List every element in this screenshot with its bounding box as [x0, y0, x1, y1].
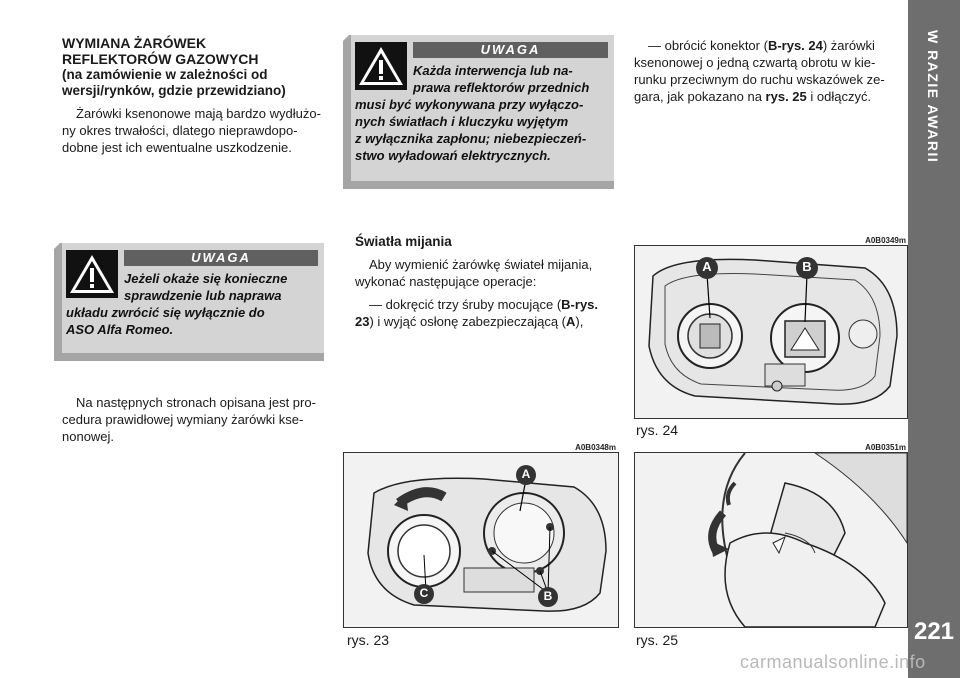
- figure-25-caption: rys. 25: [636, 632, 679, 648]
- text-line: z wyłącznika zapłonu; niebezpieczeń-: [355, 131, 587, 146]
- column-2-text: Światła mijania Aby wymienić żarówkę świ…: [355, 234, 617, 330]
- text-span: gara, jak pokazano na: [634, 89, 766, 104]
- text-line: ksenonowej o jedną czwartą obrotu w kie-: [634, 55, 876, 70]
- low-beam-paragraph: Aby wymienić żarówkę świateł mijania, wy…: [355, 256, 617, 290]
- text-span: — obrócić konektor (: [648, 38, 768, 53]
- text-span: — dokręcić trzy śruby mocujące (: [369, 297, 562, 312]
- text-line: wykonać następujące operacje:: [355, 274, 537, 289]
- text-line: nych światłach i kluczyku wyjętym: [355, 114, 569, 129]
- callout-a: A: [702, 259, 712, 274]
- text-line: nonowej.: [62, 429, 115, 444]
- text-span: ) i wyjąć osłonę zabezpieczającą (: [369, 314, 567, 329]
- column-1: WYMIANA ŻARÓWEK REFLEKTORÓW GAZOWYCH (na…: [62, 35, 324, 156]
- heading-line-1: WYMIANA ŻARÓWEK: [62, 35, 207, 51]
- warning-triangle-icon: [66, 250, 118, 298]
- headlamp-rear-illustration: [648, 257, 898, 405]
- figure-24-caption: rys. 24: [636, 422, 679, 438]
- part-ref: A: [566, 314, 576, 329]
- text-line: prawa reflektorów przednich: [413, 80, 590, 95]
- step-1: — dokręcić trzy śruby mocujące (B-rys. 2…: [355, 296, 617, 330]
- figure-23: A B C: [343, 452, 619, 628]
- callout-b: B: [802, 259, 812, 274]
- text-line: Każda interwencja lub na-: [413, 63, 573, 78]
- procedure-paragraph: Na następnych stronach opisana jest pro-…: [62, 394, 324, 445]
- figure-ref: rys. 25: [765, 89, 807, 104]
- figure-23-code: A0B0348m: [575, 443, 616, 452]
- figure-ref: B-rys. 24: [767, 38, 823, 53]
- text-line: runku przeciwnym do ruchu wskazówek ze-: [634, 72, 885, 87]
- text-line: Aby wymienić żarówkę świateł mijania,: [369, 257, 593, 272]
- figure-ref: B-rys.: [561, 297, 599, 312]
- warning-triangle-icon: [355, 42, 407, 90]
- section-side-bar: [908, 0, 960, 678]
- page-number: 221: [913, 618, 955, 645]
- subheading-low-beam: Światła mijania: [355, 234, 452, 249]
- text-line: układu zwrócić się wyłącznie do: [66, 305, 265, 320]
- text-span: ),: [575, 314, 584, 329]
- warning-2-text: Każda interwencja lub na- prawa reflekto…: [413, 62, 609, 96]
- figure-24: A B: [634, 245, 908, 419]
- heading-sub-2: wersji/rynków, gdzie przewidziano): [62, 83, 286, 98]
- text-line: dobne jest ich ewentualne uszkodzenie.: [62, 140, 292, 155]
- figure-24-code: A0B0349m: [865, 236, 906, 245]
- warning-2-label: UWAGA: [413, 42, 608, 58]
- figure-23-caption: rys. 23: [347, 632, 390, 648]
- intro-paragraph: Żarówki ksenonowe mają bardzo wydłużo- n…: [62, 105, 324, 156]
- warning-1-label: UWAGA: [124, 250, 318, 266]
- text-line: 23) i wyjąć osłonę zabezpieczającą (A),: [355, 313, 617, 330]
- text-line: ny okres trwałości, dlatego nieprawdopo-: [62, 123, 298, 138]
- heading-sub-1: (na zamówienie w zależności od: [62, 67, 268, 82]
- text-line: gara, jak pokazano na rys. 25 i odłączyć…: [634, 88, 896, 105]
- text-line: musi być wykonywana przy wyłączo-: [355, 97, 584, 112]
- headlamp-cover-illustration: [367, 465, 607, 612]
- text-line: ASO Alfa Romeo.: [66, 322, 174, 337]
- callout-a: A: [521, 467, 531, 481]
- text-line: Żarówki ksenonowe mają bardzo wydłużo-: [76, 106, 321, 121]
- section-title-text: W RAZIE AWARII: [925, 30, 941, 164]
- text-line: — obrócić konektor (B-rys. 24) żarówki: [634, 37, 896, 54]
- text-line: Jeżeli okaże się konieczne: [124, 271, 288, 286]
- column-3-text: — obrócić konektor (B-rys. 24) żarówki k…: [634, 37, 896, 105]
- text-line: sprawdzenie lub naprawa: [124, 288, 282, 303]
- figure-ref: 23: [355, 314, 370, 329]
- figure-25-code: A0B0351m: [865, 443, 906, 452]
- section-title: W RAZIE AWARII: [908, 30, 960, 230]
- warning-1-text-cont: układu zwrócić się wyłącznie do ASO Alfa…: [66, 304, 320, 338]
- figure-25: [634, 452, 908, 628]
- connector-rotation-illustration: [708, 453, 907, 627]
- text-line: — dokręcić trzy śruby mocujące (B-rys.: [355, 296, 617, 313]
- text-span: i odłączyć.: [806, 89, 872, 104]
- warning-2-text-cont: musi być wykonywana przy wyłączo- nych ś…: [355, 96, 611, 164]
- heading-line-2: REFLEKTORÓW GAZOWYCH: [62, 51, 259, 67]
- text-line: stwo wyładowań elektrycznych.: [355, 148, 551, 163]
- warning-1-text: Jeżeli okaże się konieczne sprawdzenie l…: [124, 270, 320, 304]
- callout-b: B: [543, 589, 553, 603]
- watermark: carmanualsonline.info: [740, 652, 926, 672]
- text-span: ) żarówki: [822, 38, 875, 53]
- callout-c: C: [419, 586, 429, 600]
- text-line: Na następnych stronach opisana jest pro-: [76, 395, 316, 410]
- text-line: cedura prawidłowej wymiany żarówki kse-: [62, 412, 304, 427]
